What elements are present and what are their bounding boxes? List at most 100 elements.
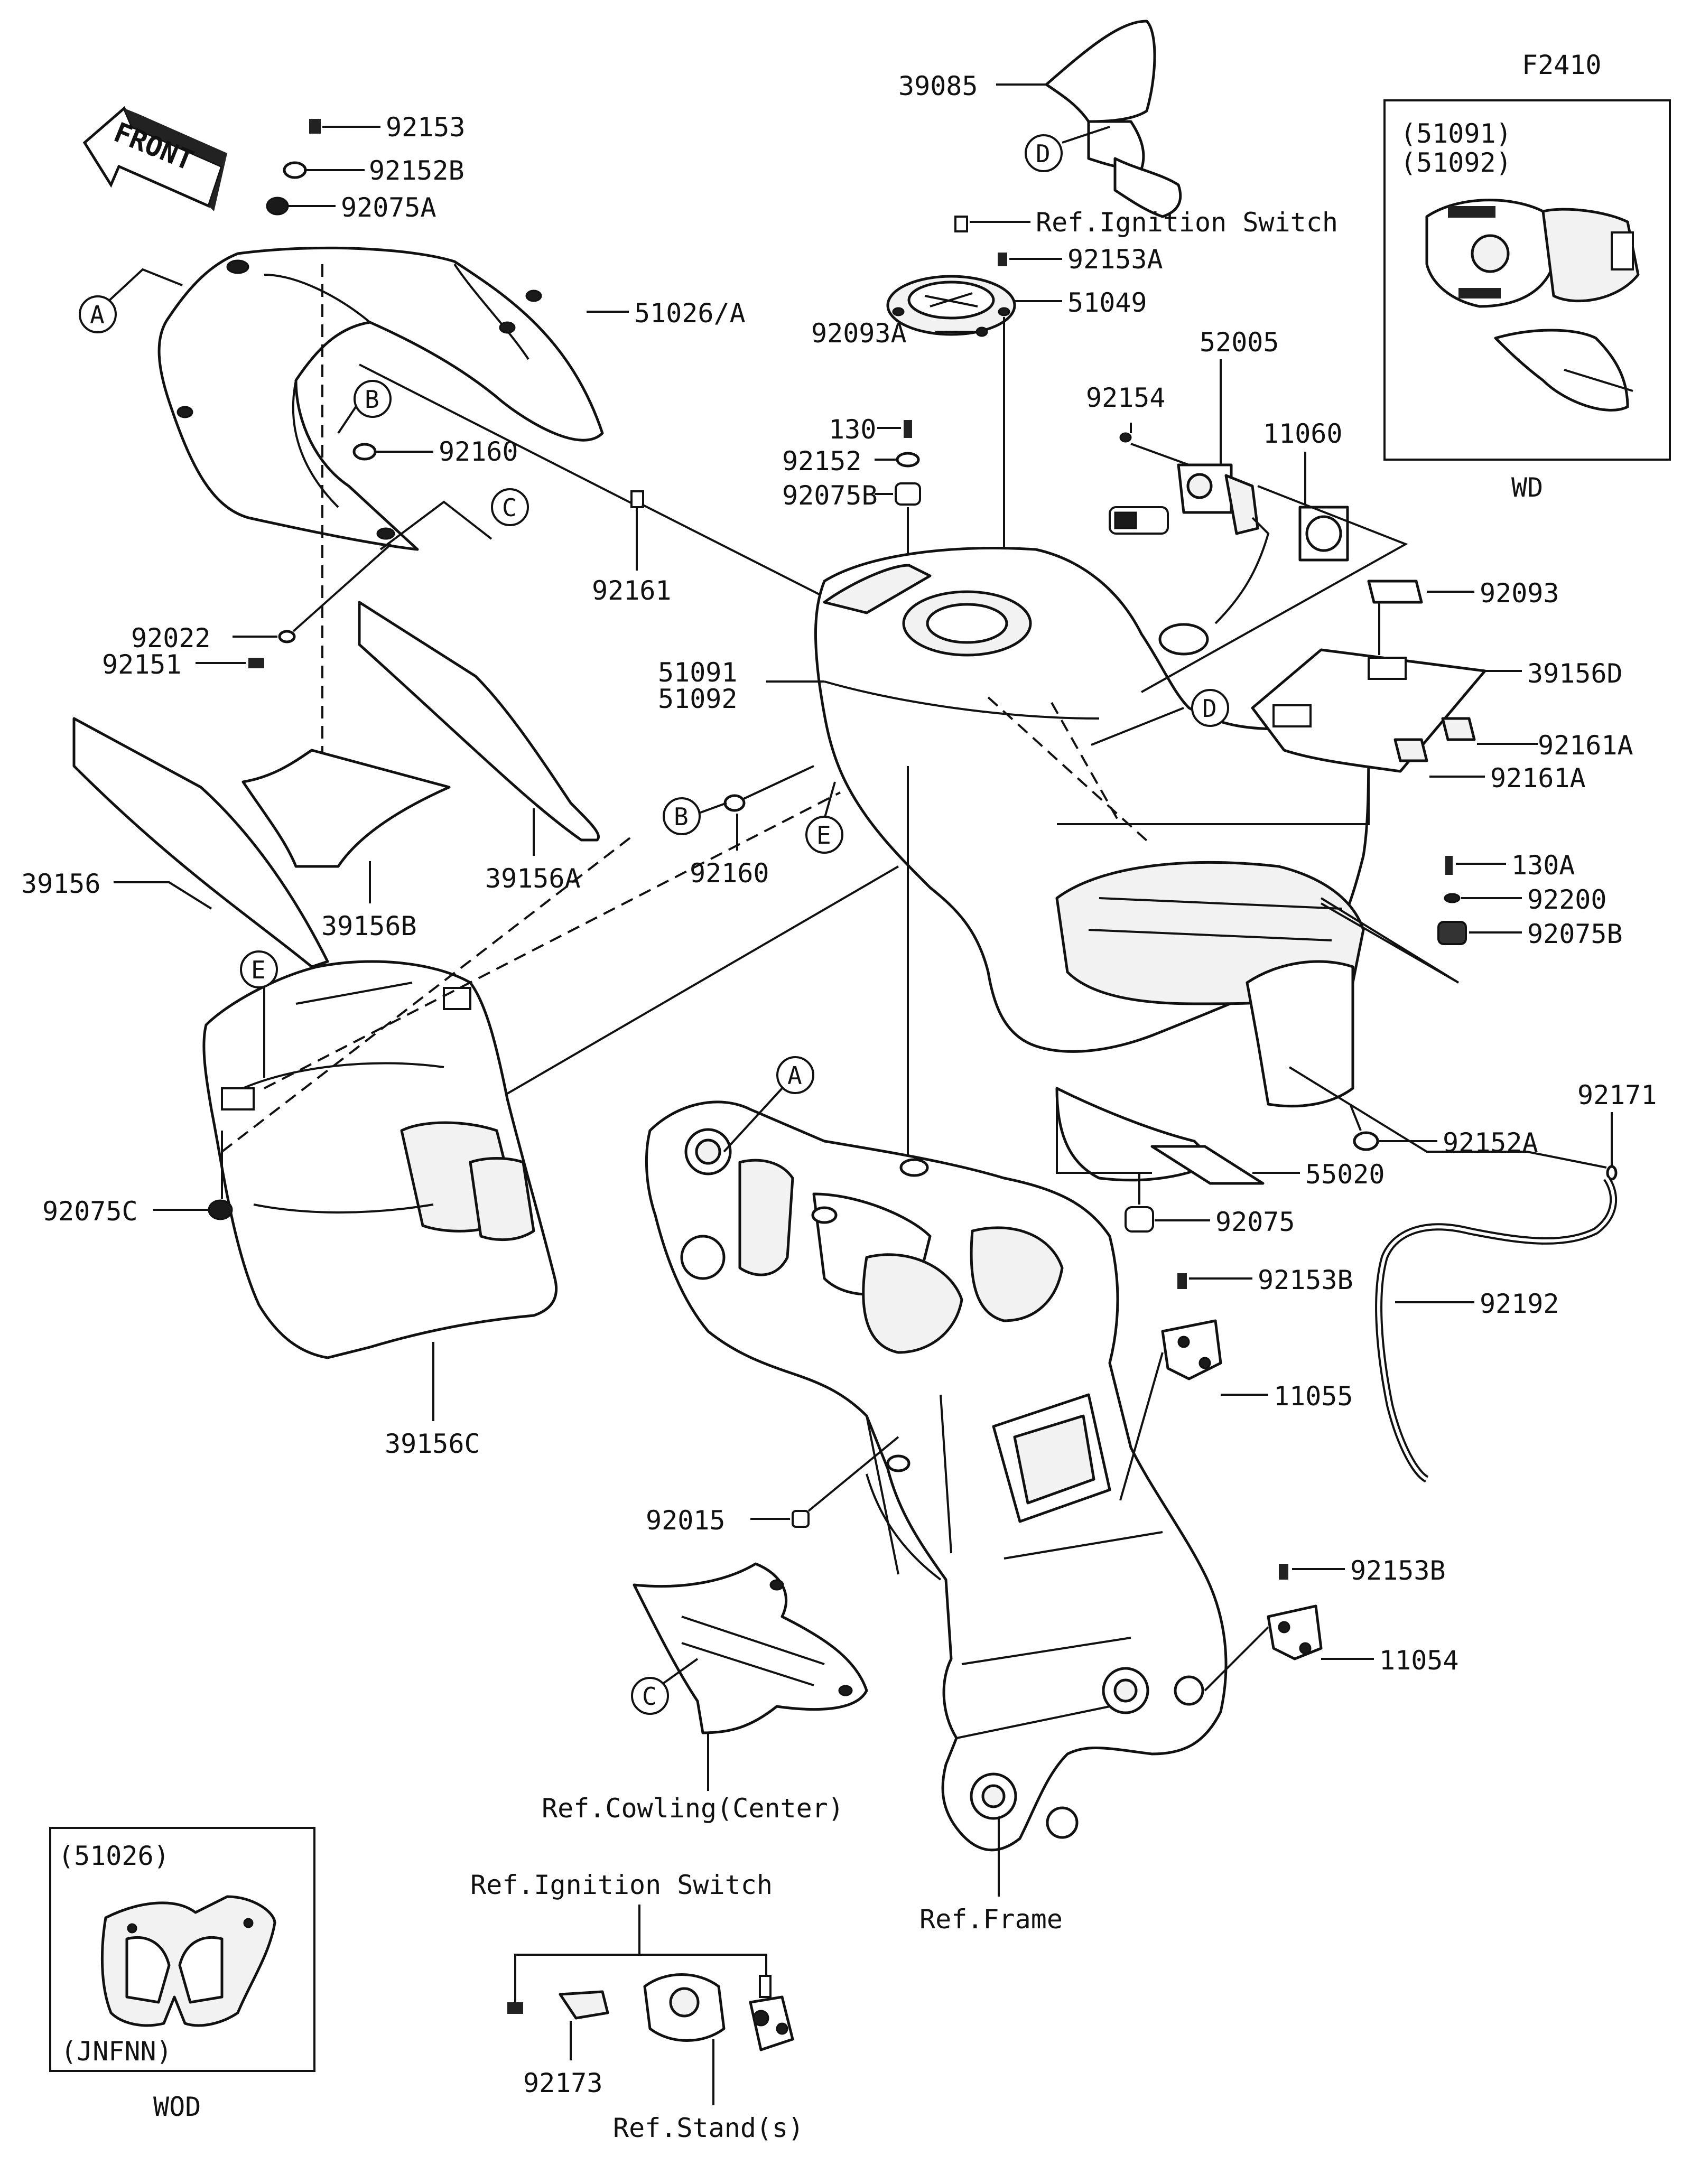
pad-92093	[1367, 580, 1423, 604]
label-11054: 11054	[1379, 1645, 1459, 1676]
label-92152A: 92152A	[1443, 1127, 1538, 1158]
label-51026A: 51026/A	[634, 298, 746, 329]
side-cowl-51026	[157, 246, 604, 792]
pad-55020	[1150, 1145, 1265, 1185]
callout-a-1: A	[90, 301, 105, 329]
label-92161: 92161	[592, 575, 672, 606]
grommet-92075B	[895, 482, 921, 506]
callout-d-2: D	[1202, 694, 1217, 723]
inset-wd-line1: (51091)	[1400, 118, 1512, 149]
cowling-center	[633, 1562, 868, 1734]
front-arrow-icon: FRONT	[82, 106, 227, 211]
label-92075B: 92075B	[782, 480, 878, 511]
label-92200: 92200	[1527, 884, 1607, 915]
callout-b-2: B	[674, 802, 689, 831]
label-92152: 92152	[782, 446, 862, 477]
callout-d-1: D	[1036, 139, 1051, 168]
label-92015: 92015	[646, 1505, 726, 1536]
callout-a-2: A	[787, 1061, 802, 1090]
callout-c-2: C	[642, 1682, 657, 1711]
inset-wd-caption: WD	[1511, 472, 1543, 503]
label-92154: 92154	[1086, 382, 1166, 413]
pad-39156	[72, 717, 329, 968]
label-92075: 92075	[1215, 1207, 1295, 1237]
bracket-11054	[1267, 1604, 1323, 1660]
bolt-92153A	[998, 253, 1007, 266]
label-39156B: 39156B	[321, 911, 417, 941]
label-39156A: 39156A	[485, 863, 581, 894]
label-39156C: 39156C	[385, 1429, 480, 1459]
ref-ignition-bottom: Ref.Ignition Switch	[470, 1870, 773, 1900]
label-92160-a: 92160	[439, 436, 518, 467]
label-92152B: 92152B	[369, 155, 464, 186]
grommet-92075A	[266, 197, 289, 216]
frame	[645, 1100, 1228, 1852]
grommet-92075C	[208, 1199, 233, 1220]
fuel-cap-51049	[886, 275, 1016, 336]
fuel-tank-51091	[814, 547, 1370, 1182]
ref-frame: Ref.Frame	[919, 1904, 1063, 1935]
inset-wod-cowl	[100, 1895, 276, 2027]
pad-39156B	[241, 749, 451, 868]
figure-code: F2410	[1522, 50, 1602, 80]
hose-92192	[1375, 1176, 1618, 1483]
label-51092: 51092	[658, 684, 738, 714]
ref-cowling: Ref.Cowling(Center)	[542, 1793, 844, 1824]
bolt-ignition-icon	[954, 216, 968, 232]
label-92173: 92173	[523, 2068, 603, 2098]
bolt-92153B-1	[1177, 1273, 1187, 1289]
label-130A: 130A	[1511, 850, 1575, 881]
clip-92171	[1606, 1165, 1618, 1181]
label-11055: 11055	[1274, 1381, 1353, 1412]
label-52005: 52005	[1200, 327, 1279, 358]
cover-39085	[1045, 20, 1182, 218]
mat-39156D	[1251, 648, 1486, 773]
grommet-92160	[352, 443, 377, 461]
collar-92015	[792, 1510, 810, 1528]
callout-b-1: B	[365, 385, 379, 414]
label-39156: 39156	[21, 869, 101, 899]
washer-92152	[896, 452, 920, 468]
label-11060: 11060	[1263, 418, 1343, 449]
grommet-92075B-2	[1437, 921, 1467, 945]
fuel-pump-52005	[1109, 463, 1270, 656]
washer-92200	[1444, 893, 1461, 903]
callout-e-2: E	[816, 821, 831, 850]
label-92161A-1: 92161A	[1538, 730, 1633, 761]
label-51091: 51091	[658, 657, 738, 688]
label-51049: 51049	[1067, 287, 1147, 318]
ref-stand: Ref.Stand(s)	[613, 2113, 804, 2143]
inset-wd-tank	[1425, 199, 1640, 412]
label-92075C: 92075C	[42, 1196, 138, 1227]
label-92075B-2: 92075B	[1527, 919, 1623, 949]
gasket-11060	[1298, 506, 1349, 562]
label-39085: 39085	[898, 71, 978, 101]
label-92192: 92192	[1480, 1289, 1559, 1319]
label-39156D: 39156D	[1527, 658, 1623, 689]
label-92160-b: 92160	[690, 858, 769, 889]
screw-92093A	[975, 326, 988, 337]
inset-wd-box	[1383, 99, 1671, 461]
label-92153: 92153	[386, 112, 466, 143]
grommet-92075	[1125, 1206, 1154, 1233]
label-92022: 92022	[131, 623, 211, 654]
label-92093A: 92093A	[811, 318, 907, 349]
label-92153B-2: 92153B	[1350, 1555, 1446, 1586]
pad-92161A-1	[1441, 717, 1476, 741]
bolt-130	[904, 420, 912, 438]
pad-39156A	[358, 601, 600, 842]
callout-c-1: C	[502, 493, 517, 522]
grommet-92160-b	[723, 794, 746, 812]
label-92153B-1: 92153B	[1258, 1265, 1353, 1295]
inset-wod-top: (51026)	[58, 1841, 170, 1871]
cover-39156C	[202, 960, 558, 1359]
washer-92152A	[1353, 1131, 1379, 1151]
washer-92022	[278, 630, 296, 643]
label-55020: 55020	[1305, 1159, 1385, 1190]
washer-92152B	[283, 161, 307, 179]
inset-wd-line2: (51092)	[1400, 147, 1512, 178]
label-92153A: 92153A	[1067, 244, 1163, 275]
bolt-130A	[1445, 856, 1453, 875]
bracket-11055	[1161, 1319, 1222, 1380]
